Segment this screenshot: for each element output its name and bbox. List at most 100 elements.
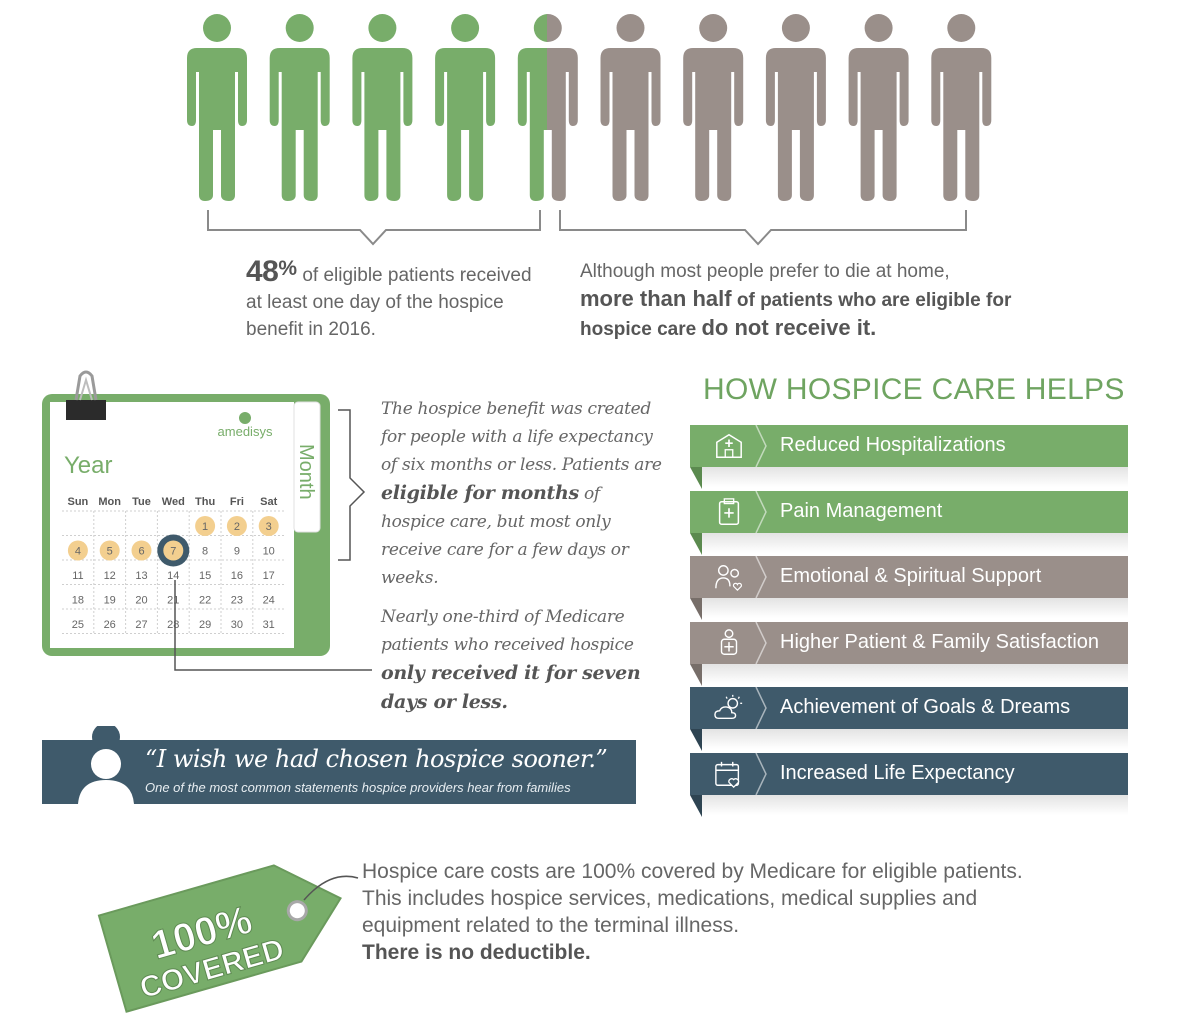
helps-title: HOW HOSPICE CARE HELPS bbox=[703, 373, 1125, 406]
calendar-day: 23 bbox=[231, 595, 243, 607]
stat-right-line1: Although most people prefer to die at ho… bbox=[580, 261, 950, 282]
help-item-shadow bbox=[702, 663, 1128, 684]
weekday-label: Sun bbox=[68, 496, 89, 508]
person-speech-icon bbox=[78, 726, 134, 804]
help-item-fold bbox=[690, 598, 702, 620]
quote-medicare-emph: only received it for seven days or less. bbox=[381, 662, 641, 713]
help-item-shadow bbox=[702, 532, 1128, 553]
help-item-shadow bbox=[702, 598, 1128, 618]
help-item-label: Reduced Hospitalizations bbox=[780, 434, 1006, 456]
calendar-day: 28 bbox=[167, 619, 179, 631]
right-bracket bbox=[559, 210, 967, 246]
person-figure bbox=[931, 14, 992, 201]
help-item: Increased Life Expectancy bbox=[690, 752, 1130, 817]
month-label: Month bbox=[295, 444, 317, 500]
help-item-fold bbox=[690, 532, 702, 555]
person-figure bbox=[600, 14, 661, 201]
patient-icon bbox=[720, 628, 738, 655]
person-figure bbox=[269, 14, 330, 201]
highlighted-day bbox=[99, 540, 120, 561]
help-item-shadow bbox=[702, 729, 1128, 749]
calendar-day: 13 bbox=[135, 570, 147, 582]
stat-right: Although most people prefer to die at ho… bbox=[580, 258, 1040, 343]
caregiver-icon bbox=[715, 565, 743, 591]
person-figure bbox=[187, 14, 247, 201]
calendar-day: 26 bbox=[104, 619, 116, 631]
weekday-label: Thu bbox=[195, 496, 215, 508]
calendar-day: 29 bbox=[199, 619, 211, 631]
quote-eligibility-part2: of hospice care, but most only receive c… bbox=[381, 484, 629, 588]
stat-left: 48% of eligible patients received at lea… bbox=[246, 255, 546, 343]
help-item-label: Emotional & Spiritual Support bbox=[780, 565, 1042, 587]
quote-medicare-part1: Nearly one-third of Medicare patients wh… bbox=[381, 607, 634, 655]
person-figure bbox=[517, 14, 578, 201]
calendar-day: 20 bbox=[135, 595, 147, 607]
help-item-label: Increased Life Expectancy bbox=[780, 761, 1015, 784]
tag-shape bbox=[97, 864, 342, 1013]
brand-name: amedisys bbox=[218, 424, 273, 439]
binder-clip-icon bbox=[66, 370, 106, 420]
bracket-lines bbox=[207, 210, 967, 246]
calendar-day: 7 bbox=[170, 546, 176, 558]
quote-medicare: Nearly one-third of Medicare patients wh… bbox=[381, 603, 646, 717]
help-item: Achievement of Goals & Dreams bbox=[690, 687, 1130, 751]
calendar-day: 31 bbox=[263, 619, 275, 631]
testimonial-banner: “I wish we had chosen hospice sooner.” O… bbox=[42, 726, 636, 804]
calendar-day: 12 bbox=[104, 570, 116, 582]
calendar-day: 8 bbox=[202, 546, 208, 558]
calendar-day: 19 bbox=[104, 595, 116, 607]
stat-suffix: % bbox=[278, 257, 298, 280]
covered-tag: 100% COVERED bbox=[97, 864, 359, 1013]
help-item-panel bbox=[690, 425, 1128, 467]
testimonial-source: One of the most common statements hospic… bbox=[145, 780, 571, 795]
left-bracket bbox=[207, 210, 541, 246]
quote-eligibility-emph: eligible for months bbox=[381, 482, 579, 504]
quote-eligibility: The hospice benefit was created for peop… bbox=[381, 395, 666, 592]
help-item-label: Pain Management bbox=[780, 499, 943, 522]
tag-hole bbox=[286, 900, 308, 922]
people-pictogram bbox=[187, 14, 992, 201]
help-item: Higher Patient & Family Satisfaction bbox=[690, 621, 1130, 686]
help-item-panel bbox=[690, 490, 1128, 533]
calendar-day: 14 bbox=[167, 570, 179, 582]
person-figure bbox=[765, 14, 826, 201]
stat-right-mid: of patients who are eligible for hospice… bbox=[580, 290, 1012, 340]
help-item-panel bbox=[690, 752, 1128, 795]
calendar-connectors bbox=[174, 409, 372, 671]
help-item-fold bbox=[690, 794, 702, 817]
calendar-day: 11 bbox=[72, 570, 83, 582]
calendar-day: 9 bbox=[234, 546, 240, 558]
help-item-panel bbox=[690, 687, 1128, 729]
calendar-day: 16 bbox=[231, 570, 243, 582]
highlighted-day bbox=[258, 516, 279, 536]
weekday-label: Fri bbox=[230, 496, 244, 508]
weekday-label: Sat bbox=[260, 496, 277, 508]
help-item-fold bbox=[690, 729, 702, 751]
hospital-icon bbox=[716, 433, 742, 458]
calendar-day: 24 bbox=[263, 595, 275, 607]
help-item-label: Higher Patient & Family Satisfaction bbox=[780, 630, 1100, 653]
calendar-day: 30 bbox=[231, 619, 243, 631]
covered-text: Hospice care costs are 100% covered by M… bbox=[362, 858, 1062, 966]
person-figure bbox=[848, 14, 909, 201]
sun-cloud-icon bbox=[714, 694, 743, 720]
covered-emph: There is no deductible. bbox=[362, 941, 591, 964]
brand-logo-icon bbox=[239, 412, 251, 424]
person-figure bbox=[352, 14, 413, 201]
highlighted-day bbox=[131, 540, 152, 561]
calendar-day: 25 bbox=[72, 619, 84, 631]
stat-value: 48 bbox=[246, 255, 279, 288]
weekday-label: Wed bbox=[162, 496, 185, 508]
calendar-day: 4 bbox=[75, 546, 81, 558]
person-figure bbox=[435, 14, 496, 201]
calendar-day: 27 bbox=[135, 619, 147, 631]
calendar-day: 18 bbox=[72, 595, 84, 607]
help-item-shadow bbox=[702, 794, 1128, 815]
highlighted-day bbox=[195, 516, 216, 536]
weekday-label: Mon bbox=[98, 496, 121, 508]
calendar-day: 6 bbox=[138, 546, 144, 558]
highlighted-day bbox=[67, 540, 88, 561]
calendar-day: 2 bbox=[234, 521, 240, 533]
help-item-shadow bbox=[702, 467, 1128, 487]
